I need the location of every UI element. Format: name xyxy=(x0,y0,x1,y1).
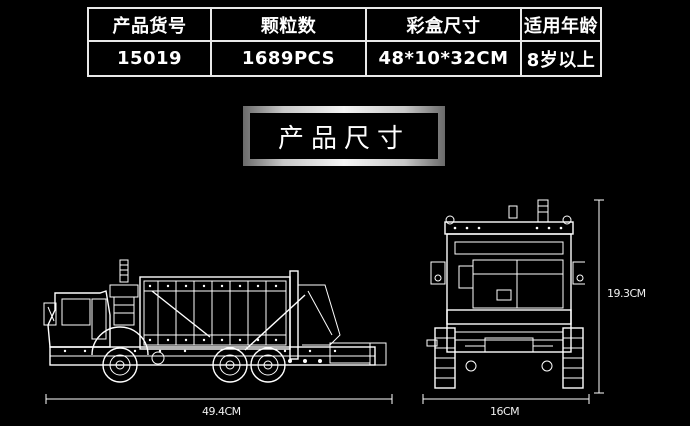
width-label: 16CM xyxy=(490,405,520,418)
value-item-number: 15019 xyxy=(89,42,212,75)
header-box-size: 彩盒尺寸 xyxy=(367,9,522,42)
width-dimension-line xyxy=(422,394,590,404)
value-age: 8岁以上 xyxy=(526,49,596,71)
spec-table: 产品货号 颗粒数 彩盒尺寸 适用年龄 15019 1689PCS 48*10*3… xyxy=(87,7,602,77)
header-age: 适用年龄 xyxy=(522,9,600,42)
section-title-frame: 产品尺寸 xyxy=(243,106,445,166)
length-label: 49.4CM xyxy=(202,405,241,418)
garbage-truck-side-view-icon xyxy=(43,259,387,383)
value-box-size: 48*10*32CM xyxy=(367,42,522,75)
length-dimension-line xyxy=(45,394,393,404)
garbage-truck-front-view-icon xyxy=(426,199,585,389)
section-title: 产品尺寸 xyxy=(250,113,438,159)
header-item-number: 产品货号 xyxy=(89,9,212,42)
height-dimension-line xyxy=(594,199,604,394)
height-label: 19.3CM xyxy=(607,287,646,300)
value-piece-count: 1689PCS xyxy=(212,42,367,75)
header-piece-count: 颗粒数 xyxy=(212,9,367,42)
